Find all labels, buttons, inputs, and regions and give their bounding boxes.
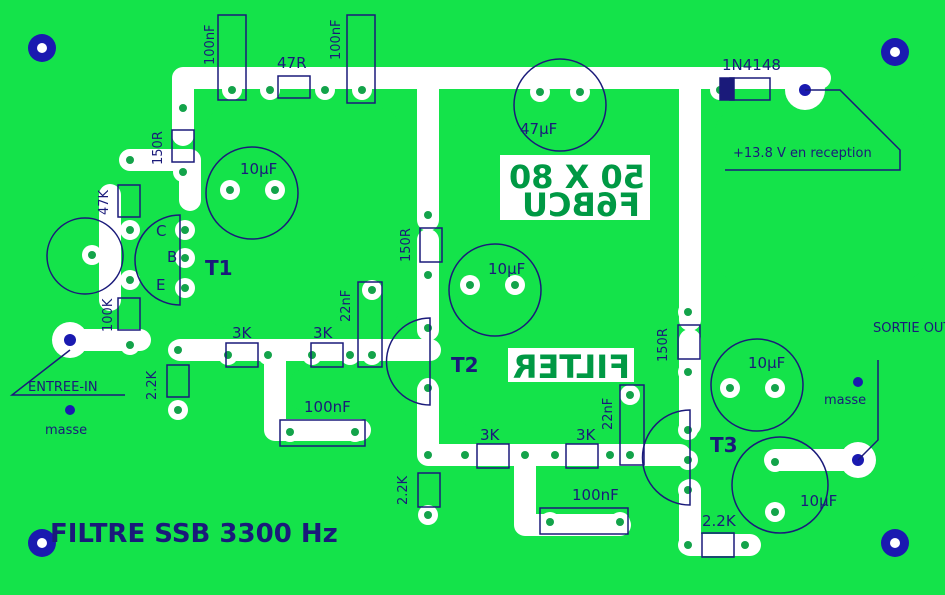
label-r-2k2-b: 2.2K [396,475,411,505]
label-r-3k-d: 3K [576,426,597,444]
label-r-150r-b: 150R [399,228,414,262]
mirror-size: 50 X 80 [509,158,645,196]
label-r-2k2-c: 2.2K [702,512,737,530]
mirror-filter: FILTER [513,348,630,386]
label-diode: 1N4148 [722,56,781,74]
label-c-100nf-a: 100nF [203,24,218,65]
board-title: FILTRE SSB 3300 Hz [50,519,338,549]
label-output: SORTIE OUT [873,321,945,336]
label-t1: T1 [205,256,233,280]
label-c-10uf-b: 10µF [488,260,525,278]
label-t2: T2 [451,353,479,377]
label-r-3k-c: 3K [480,426,501,444]
label-c-22nf-a: 22nF [339,290,354,322]
label-c-100nf-b: 100nF [329,19,344,60]
label-input: ENTREE-IN [28,380,98,395]
label-pin-e: E [156,276,165,294]
label-c-10uf-d: 10µF [800,492,837,510]
mounting-holes [28,34,909,557]
label-t3: T3 [710,433,738,457]
label-r-2k2-a: 2.2K [145,370,160,400]
silkscreen-labels: 100nF 47R 100nF 1N4148 +13.8 V en recept… [28,19,945,549]
label-r-150r-c: 150R [656,328,671,362]
label-c-22nf-b: 22nF [601,398,616,430]
label-pin-b: B [167,248,177,266]
label-r-47r: 47R [277,54,307,72]
label-c-100nf-c: 100nF [304,398,351,416]
component-outlines [9,14,901,558]
label-c-10uf-c: 10µF [748,354,785,372]
label-c-47uf: 47µF [520,120,557,138]
label-r-150r-a: 150R [151,131,166,165]
label-r-47k: 47K [97,189,112,215]
label-supply: +13.8 V en reception [733,146,872,161]
label-masse-out: masse [824,393,866,408]
label-masse-in: masse [45,423,87,438]
ground-pad-in [65,405,75,415]
label-r-100k: 100K [101,298,116,332]
mirror-call: F6BCU [522,186,640,224]
label-r-3k-a: 3K [232,324,253,342]
ground-pad-out [853,377,863,387]
label-c-100nf-d: 100nF [572,486,619,504]
label-r-3k-b: 3K [313,324,334,342]
label-pin-c: C [156,222,166,240]
label-c-10uf-a: 10µF [240,160,277,178]
